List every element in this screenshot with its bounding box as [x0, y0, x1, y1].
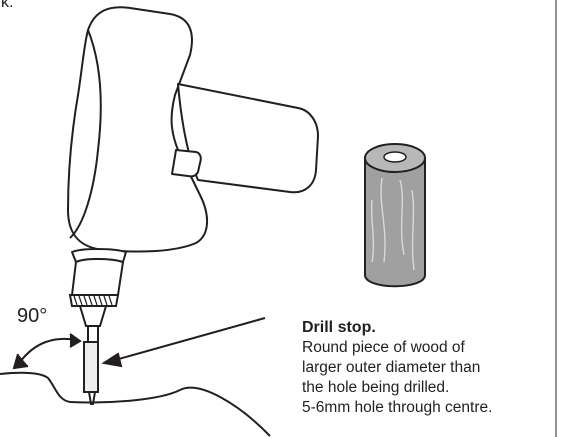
- drill-stop-line: 5-6mm hole through centre.: [302, 399, 493, 416]
- drill-stop-caption: Drill stop. Round piece of wood of large…: [302, 318, 492, 418]
- power-drill: [67, 6, 319, 299]
- wood-cylinder-body: [364, 159, 426, 288]
- drill-chuck-nose: [78, 305, 108, 327]
- drill-chuck-teeth: [68, 294, 120, 307]
- drill-stop-on-bit: [83, 341, 99, 393]
- drill-housing-seam: [69, 29, 102, 239]
- drill-stop-line: the hole being drilled.: [302, 379, 450, 396]
- drill-bit-tip: [87, 391, 97, 405]
- drill-stop-line: Round piece of wood of: [302, 339, 465, 356]
- drill-bit-assembly: [78, 305, 108, 405]
- angle-label: 90°: [17, 305, 48, 327]
- wood-grain: [370, 177, 415, 271]
- wood-center-hole: [383, 151, 407, 163]
- cropped-text-fragment: k.: [1, 0, 14, 11]
- drill-stop-title: Drill stop.: [302, 319, 376, 336]
- wooden-drill-stop: [364, 143, 426, 288]
- drill-trigger: [171, 149, 202, 178]
- rotation-arrow: [12, 333, 82, 370]
- drill-bit-shank: [87, 325, 99, 343]
- drill-chuck: [71, 258, 124, 299]
- leader-arrow: [101, 317, 266, 368]
- workpiece-surface: [0, 371, 271, 437]
- drill-stop-line: larger outer diameter than: [302, 359, 481, 376]
- drill-grip: [177, 83, 319, 194]
- drill-motor-housing: [67, 6, 208, 253]
